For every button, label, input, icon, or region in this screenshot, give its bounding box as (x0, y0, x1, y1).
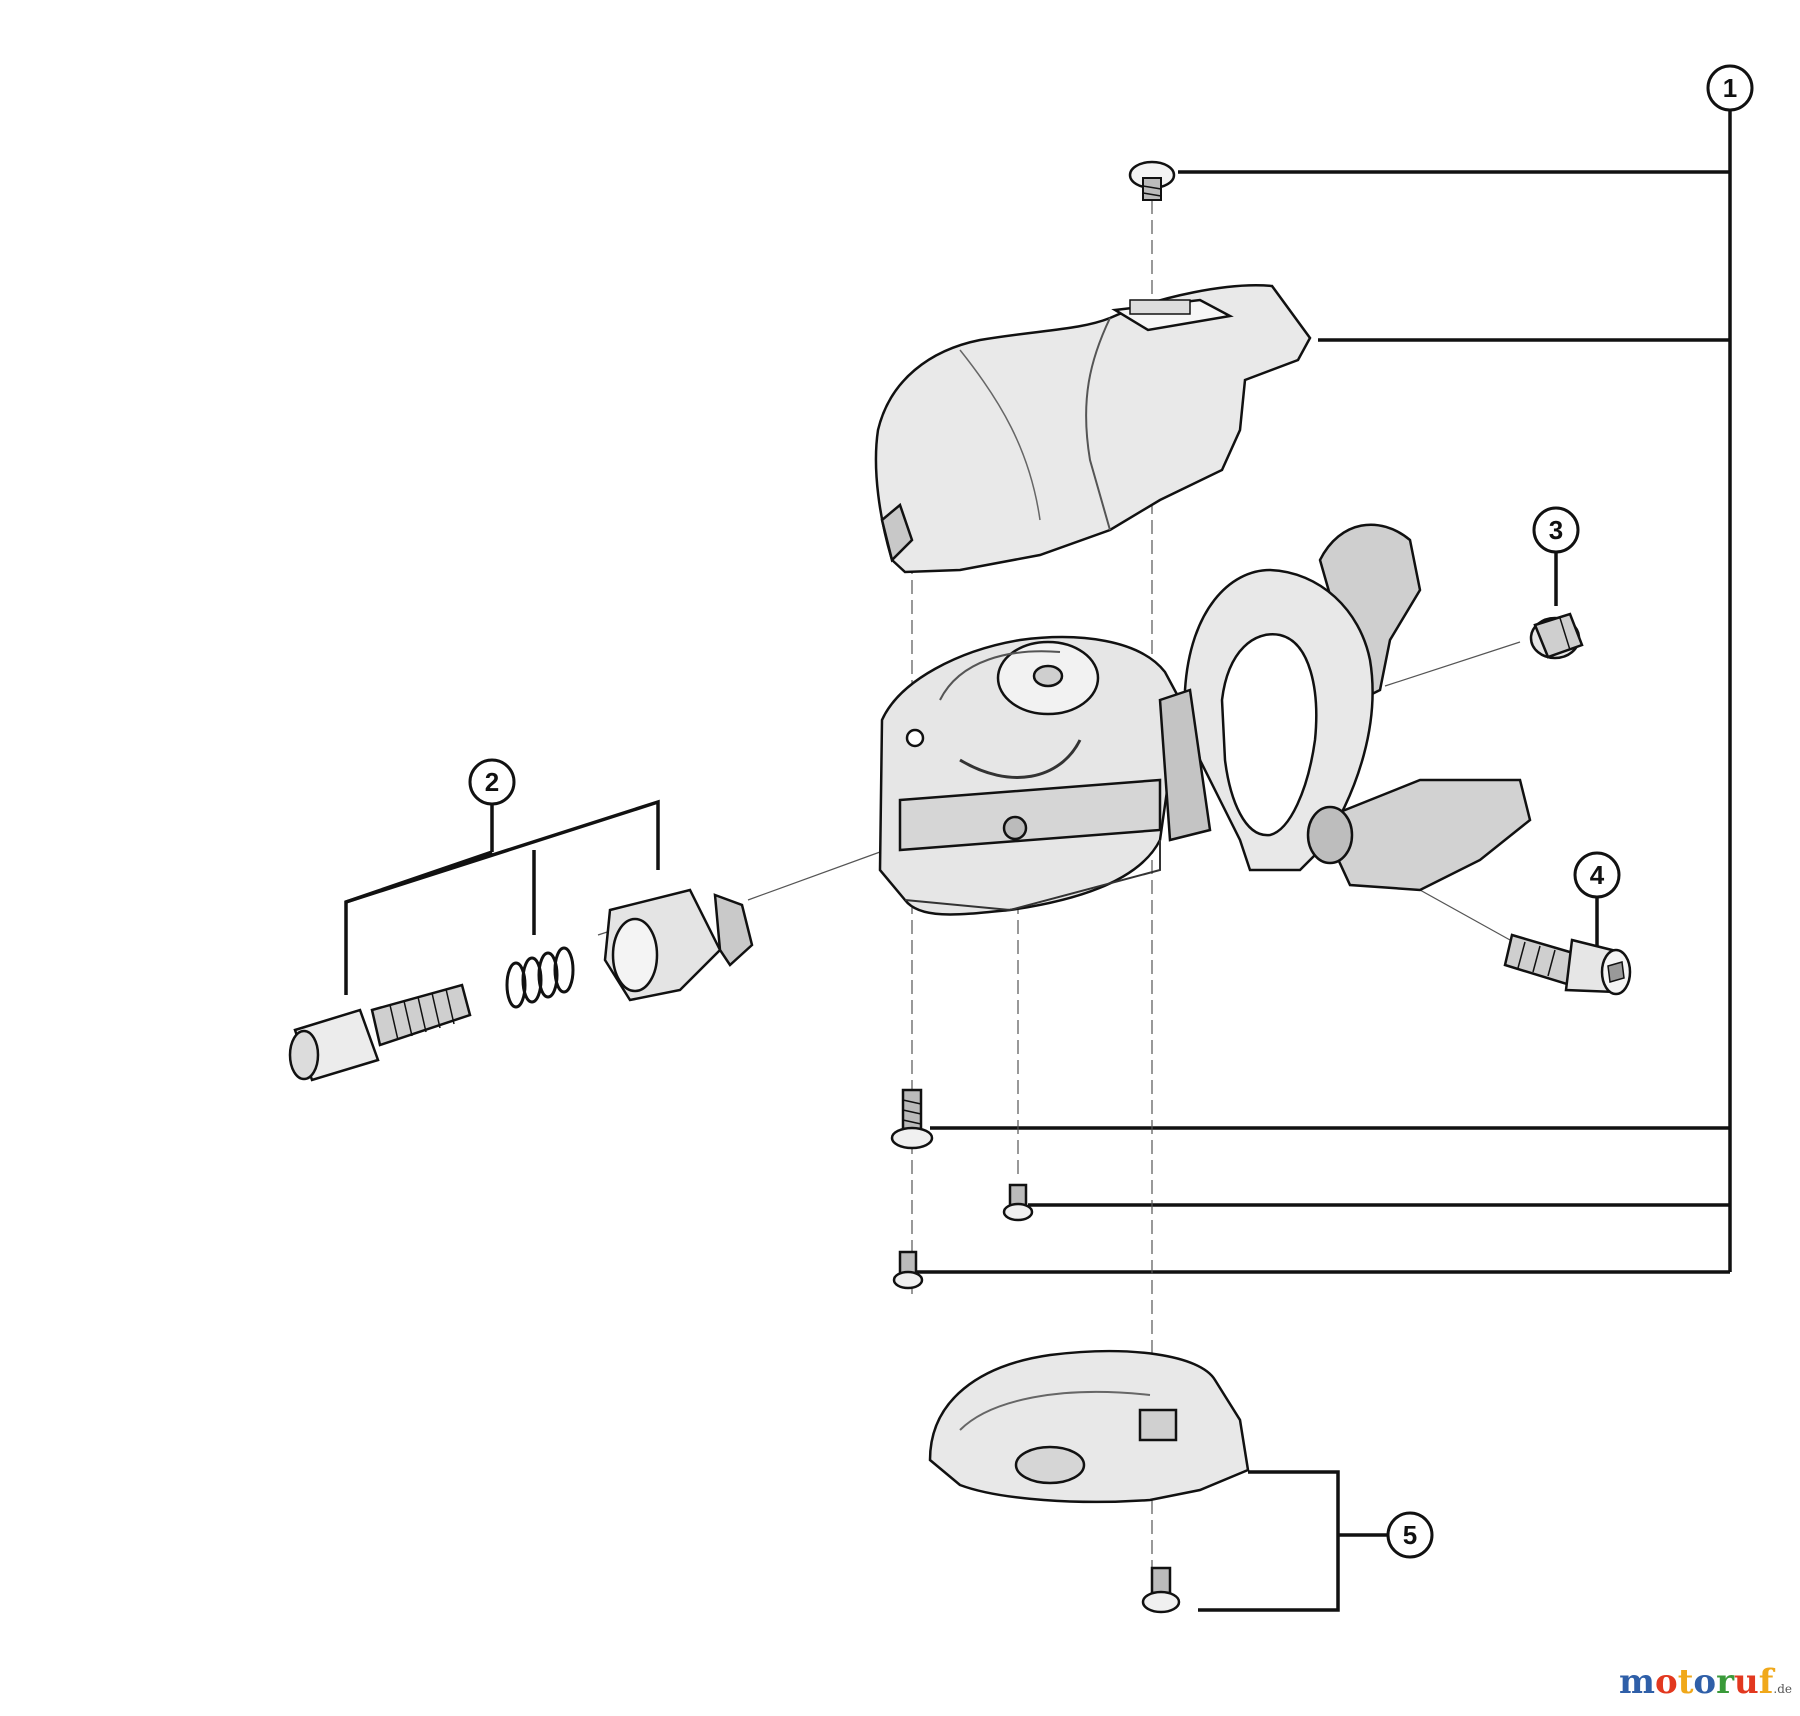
end-plug (1529, 612, 1584, 660)
callout-5-label: 5 (1403, 1520, 1417, 1550)
callout-1: 1 (1706, 64, 1754, 112)
bottom-cover-screw (1141, 1566, 1181, 1614)
callout-3-label: 3 (1549, 515, 1563, 545)
adjuster-nut (603, 888, 754, 1002)
top-cover-screw (1128, 160, 1176, 201)
watermark-letter: r (1716, 1662, 1735, 1702)
body-screw-short-2 (892, 1250, 924, 1290)
callout-4-label: 4 (1590, 860, 1605, 890)
watermark-letter: f (1758, 1662, 1774, 1702)
callout-4: 4 (1573, 851, 1621, 899)
watermark-letter: t (1677, 1662, 1694, 1702)
callout-5: 5 (1386, 1511, 1434, 1559)
watermark-letter: o (1693, 1662, 1717, 1702)
body-screw-short-1 (1002, 1183, 1034, 1222)
clamp-bolt (1503, 933, 1632, 996)
watermark-text: motoruf (1619, 1662, 1773, 1702)
watermark-letter: m (1619, 1662, 1655, 1702)
watermark-letter: u (1734, 1662, 1759, 1702)
callout-2: 2 (468, 758, 516, 806)
cable-adjuster-bolt (288, 983, 472, 1082)
watermark-suffix: .de (1773, 1682, 1792, 1696)
adjuster-spring (505, 946, 575, 1009)
callout-5-leaders (1198, 1470, 1388, 1612)
callout-2-leaders (344, 799, 660, 995)
callout-3: 3 (1532, 506, 1580, 554)
callout-2-label: 2 (485, 767, 499, 797)
bottom-cover (928, 1349, 1250, 1504)
watermark-letter: o (1655, 1662, 1678, 1702)
shifter-main-body (878, 635, 1182, 916)
callout-1-label: 1 (1723, 73, 1737, 103)
shift-lever-with-clamp (1158, 523, 1532, 892)
callout-1-leaders (910, 108, 1732, 1274)
top-cover (874, 284, 1312, 574)
watermark-logo: motoruf.de (1619, 1662, 1792, 1702)
body-screw-long (890, 1088, 934, 1150)
